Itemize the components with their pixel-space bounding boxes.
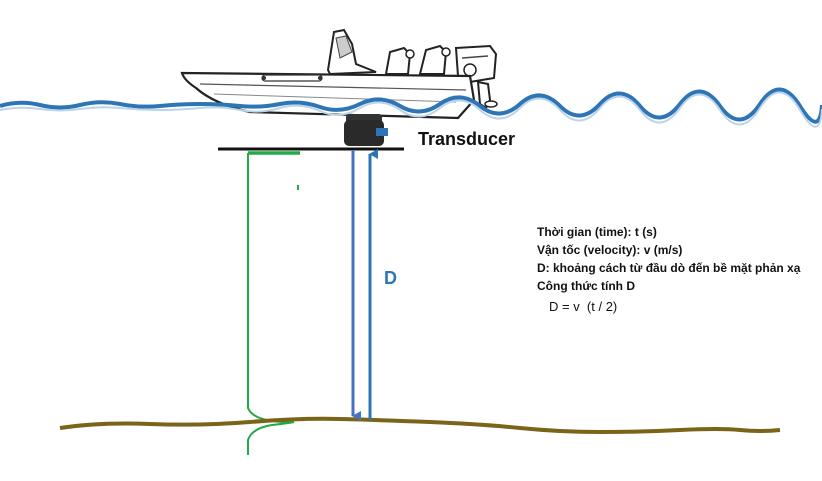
legend-distance: D: khoảng cách từ đầu dò đến bề mặt phản… bbox=[537, 261, 801, 275]
legend: Thời gian (time): t (s) Vận tốc (velocit… bbox=[537, 223, 800, 295]
legend-velocity: Vận tốc (velocity): v (m/s) bbox=[537, 243, 683, 257]
formula-text: D = v (t / 2) bbox=[549, 299, 618, 314]
seabed-line bbox=[59, 416, 781, 435]
legend-formula-title: Công thức tính D bbox=[537, 279, 636, 293]
legend-time: Thời gian (time): t (s) bbox=[537, 225, 657, 239]
transducer-label: Transducer bbox=[418, 129, 516, 149]
water-surface bbox=[0, 87, 822, 124]
transducer-device bbox=[344, 114, 388, 146]
distance-label: D bbox=[384, 268, 397, 288]
echo-trace bbox=[247, 151, 300, 455]
